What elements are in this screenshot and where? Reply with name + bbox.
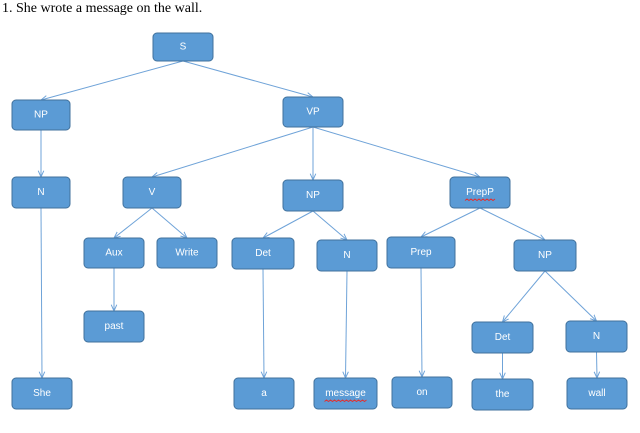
node-n3: N [565,320,628,353]
node-wall: wall [566,377,628,410]
node-label: Aux [105,248,122,259]
sentence-caption: 1. She wrote a message on the wall. [2,1,203,16]
node-label: PrepP [466,187,494,198]
edge-prepp-to-np3 [479,207,545,240]
node-n2: N [316,239,378,272]
edge-vp-to-v [152,126,314,177]
node-box [471,378,534,411]
node-a: a [233,377,295,410]
node-label: wall [587,388,605,399]
node-box [83,310,145,343]
edge-vp-to-prepp [312,126,480,177]
node-label: NP [306,190,320,201]
edge-prepp-to-prep [421,207,481,237]
edge-prep-to-on [421,267,422,377]
node-label: past [105,321,124,332]
edge-s-to-vp [182,60,313,97]
edge-np3-to-n3 [544,270,597,321]
spellcheck-underline [324,399,367,403]
edge-v-to-write [151,207,187,238]
node-box [391,376,453,409]
node-label: Det [255,248,271,259]
node-label: She [33,388,51,399]
node-box [156,237,218,269]
node-s: S [152,32,214,62]
node-box [386,236,456,269]
node-label: message [325,388,366,399]
node-v: V [122,176,182,209]
edge-np3-to-det2 [503,270,546,322]
node-label: Prep [410,247,432,258]
edge-s-to-np1 [41,60,184,100]
node-she: She [11,377,73,410]
node-box [566,377,628,410]
node-label: Write [175,248,199,259]
node-np1: NP [11,99,71,131]
edge-n1-to-she [41,207,42,378]
node-n1: N [11,176,71,209]
node-np2: NP [282,179,344,212]
node-label: VP [306,107,320,118]
node-box [471,321,534,354]
edge-det1-to-a [263,268,264,378]
node-on: on [391,376,453,409]
node-prepp: PrepP [449,176,511,209]
edge-n2-to-message [346,270,348,378]
node-box [11,99,71,131]
node-label: NP [34,110,48,121]
node-box [565,320,628,353]
node-box [11,377,73,410]
edge-np2-to-det1 [263,210,314,238]
edge-np2-to-n2 [312,210,347,240]
node-label: on [416,387,427,398]
edge-n3-to-wall [597,351,598,378]
node-det1: Det [231,237,295,270]
spellcheck-underline [464,198,496,202]
node-box [233,377,295,410]
node-box [282,96,344,128]
edge-v-to-aux [114,207,153,238]
node-box [231,237,295,270]
node-box [122,176,182,209]
node-message: message [313,377,378,410]
node-the: the [471,378,534,411]
node-label: a [261,388,267,399]
tree-edges [41,60,598,379]
node-box [282,179,344,212]
node-label: the [496,389,510,400]
node-label: Det [495,332,511,343]
node-label: N [37,187,44,198]
node-np3: NP [513,239,577,272]
node-label: NP [538,250,552,261]
node-box [83,237,145,269]
node-label: N [593,331,600,342]
node-det2: Det [471,321,534,354]
node-vp: VP [282,96,344,128]
node-write: Write [156,237,218,269]
node-label: V [149,187,156,198]
node-box [11,176,71,209]
node-label: N [343,250,350,261]
node-past: past [83,310,145,343]
node-box [513,239,577,272]
node-aux: Aux [83,237,145,269]
node-box [316,239,378,272]
node-label: S [180,42,187,53]
node-prep: Prep [386,236,456,269]
node-box [152,32,214,62]
